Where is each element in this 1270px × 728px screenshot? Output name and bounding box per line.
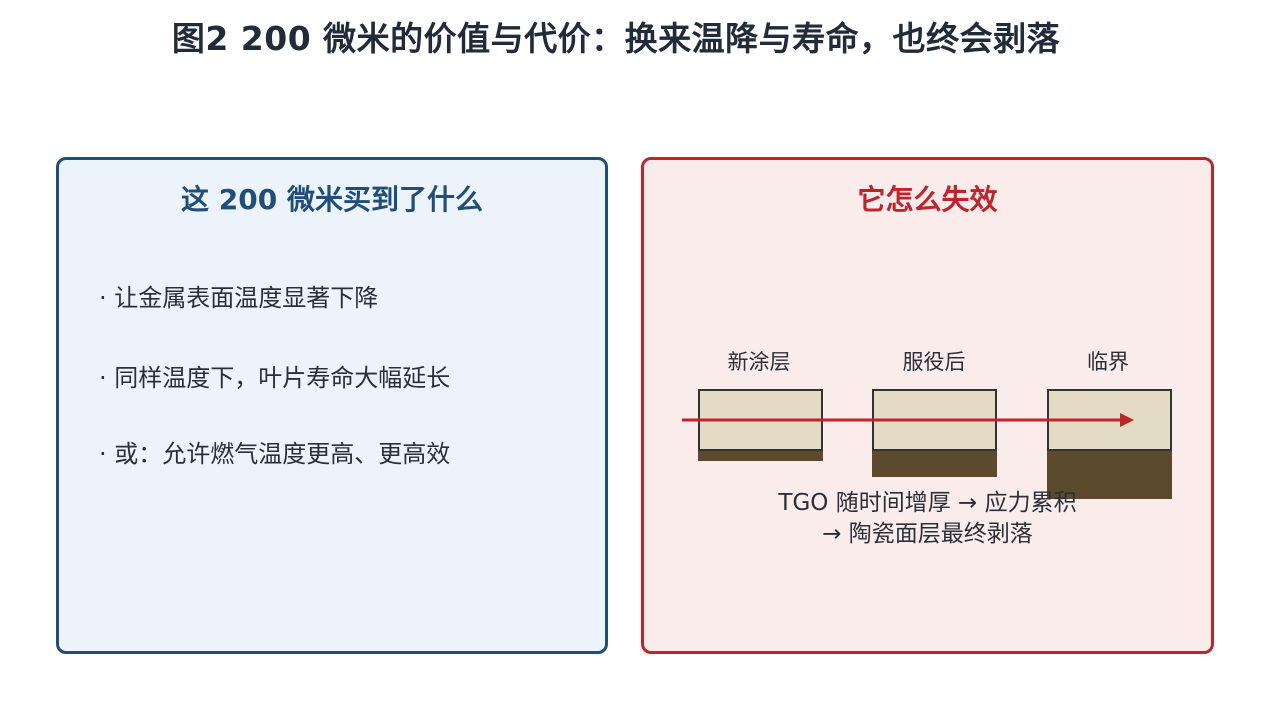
figure-title: 图2 200 微米的价值与代价：换来温降与寿命，也终会剥落 (171, 19, 1061, 58)
tgo-layer-new (698, 449, 823, 461)
failure-title: 它怎么失效 (857, 183, 998, 216)
benefit-item-2: · 同样温度下，叶片寿命大幅延长 (99, 364, 451, 392)
benefits-title: 这 200 微米买到了什么 (181, 183, 483, 216)
stage-label-new: 新涂层 (727, 350, 791, 374)
tgo-layer-critical (1047, 449, 1172, 499)
failure-panel: 它怎么失效 新涂层 服役后 临界 TGO 随时间增厚 → 应力累积 → 陶瓷面层… (641, 157, 1214, 654)
stage-label-service: 服役后 (902, 350, 966, 374)
time-arrow-icon (682, 413, 1134, 427)
benefit-item-3: · 或：允许燃气温度更高、更高效 (99, 440, 451, 468)
caption-line-2: → 陶瓷面层最终剥落 (822, 521, 1033, 547)
stage-label-critical: 临界 (1087, 350, 1129, 374)
benefit-item-1: · 让金属表面温度显著下降 (99, 284, 379, 312)
tgo-layer-service (872, 449, 997, 477)
caption-line-1: TGO 随时间增厚 → 应力累积 (778, 490, 1077, 516)
benefits-panel: 这 200 微米买到了什么 · 让金属表面温度显著下降 · 同样温度下，叶片寿命… (56, 157, 608, 654)
